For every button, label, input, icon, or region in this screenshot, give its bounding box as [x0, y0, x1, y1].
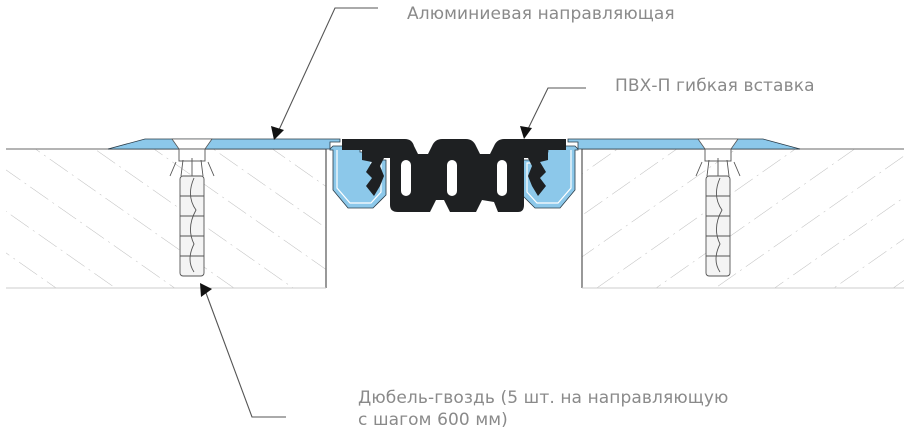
label-dowel-line1: Дюбель-гвоздь (5 шт. на направляющую [358, 388, 729, 408]
right-concrete-slab [581, 148, 904, 289]
leader-aluminum-rail [271, 7, 378, 140]
left-concrete-slab [6, 148, 327, 289]
leader-dowel [200, 283, 286, 418]
right-dowel-nail [695, 148, 741, 277]
label-dowel-line2: с шагом 600 мм) [358, 410, 508, 430]
label-aluminum-rail: Алюминиевая направляющая [407, 4, 675, 24]
label-pvc-insert: ПВХ-П гибкая вставка [615, 76, 815, 96]
left-dowel-nail [169, 148, 215, 277]
leader-pvc-insert [520, 87, 586, 139]
label-dowel-nail: Дюбель-гвоздь (5 шт. на направляющую с ш… [358, 387, 728, 431]
pvc-flexible-insert [342, 139, 566, 212]
